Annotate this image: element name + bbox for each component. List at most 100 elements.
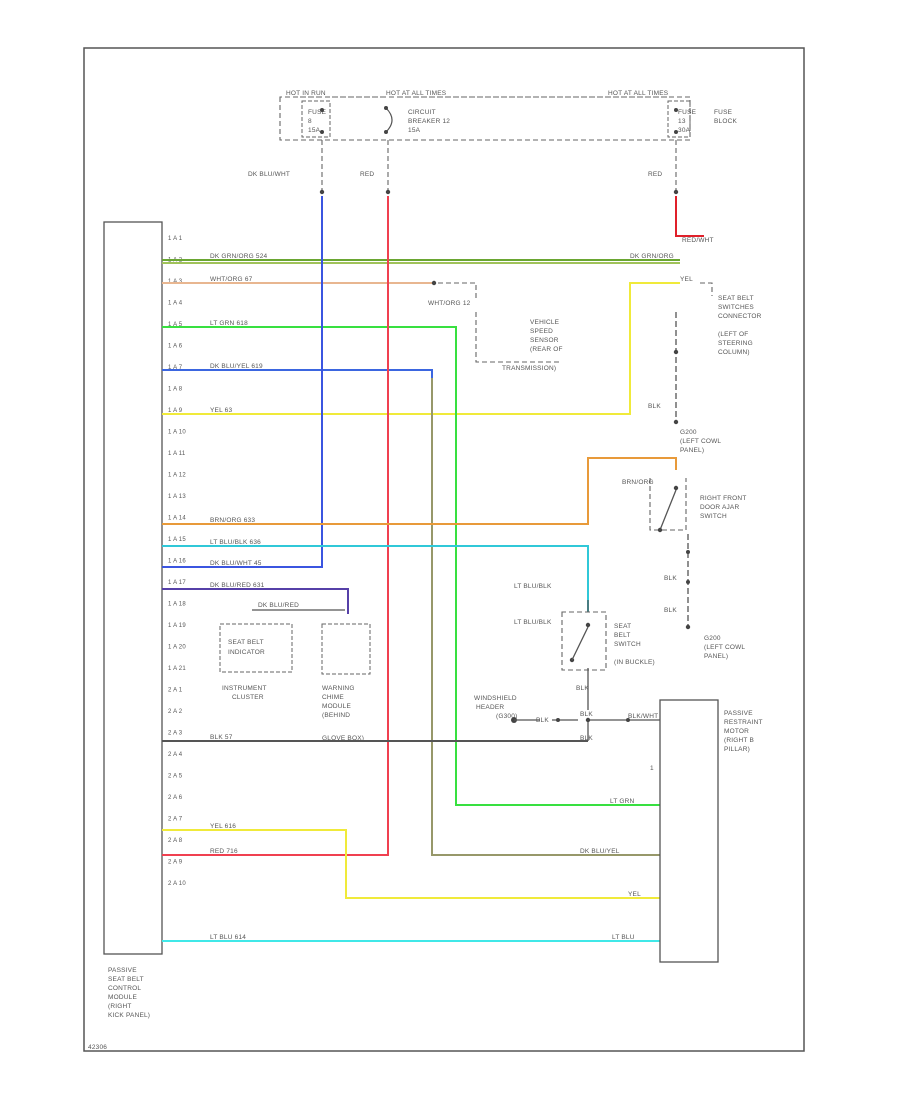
- breaker-rating: 15A: [408, 127, 421, 134]
- module-pin-label: 1 A 4: [168, 301, 183, 307]
- motor-label: PASSIVE RESTRAINT MOTOR (RIGHT B PILLAR): [724, 710, 763, 753]
- svg-text:LT BLU/BLK: LT BLU/BLK: [514, 619, 552, 626]
- svg-text:MODULE: MODULE: [322, 703, 351, 710]
- module-pin-label: 1 A 15: [168, 537, 186, 543]
- wire-label-a2-right: DK GRN/ORG: [630, 253, 674, 260]
- svg-text:PILLAR): PILLAR): [724, 746, 750, 753]
- vss-wire-label: WHT/ORG 12: [428, 300, 471, 307]
- svg-text:KICK PANEL): KICK PANEL): [108, 1012, 150, 1019]
- motor-pin-marker: 1: [650, 765, 654, 772]
- module-pin-label: 1 A 11: [168, 451, 186, 457]
- svg-text:CONNECTOR: CONNECTOR: [718, 313, 762, 320]
- module-pin-label: 1 A 13: [168, 494, 186, 500]
- svg-text:RIGHT FRONT: RIGHT FRONT: [700, 495, 747, 502]
- ground1-wire: BLK: [648, 403, 661, 410]
- svg-text:BLK: BLK: [536, 717, 549, 724]
- wire-label-lt-blu-r: LT BLU: [612, 934, 635, 941]
- svg-text:(LEFT COWL: (LEFT COWL: [680, 438, 721, 445]
- wire-label-b1: BLK 57: [210, 734, 233, 741]
- fuse-block: HOT IN RUN HOT AT ALL TIMES HOT AT ALL T…: [279, 90, 738, 141]
- wire-label-a15: LT BLU/BLK 636: [210, 539, 261, 546]
- svg-text:HEADER: HEADER: [476, 704, 504, 711]
- svg-text:GLOVE BOX): GLOVE BOX): [322, 735, 364, 742]
- wire-dk-blu-wht: [162, 196, 323, 568]
- module-pin-label: 1 A 19: [168, 623, 186, 629]
- passive-seat-belt-module: [103, 221, 163, 955]
- wire-yel-616: [162, 829, 660, 899]
- svg-text:MOTOR: MOTOR: [724, 728, 749, 735]
- svg-text:CHIME: CHIME: [322, 694, 344, 701]
- fuse-block-label-1: FUSE: [714, 109, 733, 116]
- svg-text:BLK: BLK: [576, 685, 589, 692]
- svg-text:(G300): (G300): [496, 713, 517, 720]
- wire-label-a14: BRN/ORG 633: [210, 517, 255, 524]
- svg-text:(RIGHT B: (RIGHT B: [724, 737, 754, 744]
- svg-text:LT BLU/BLK: LT BLU/BLK: [514, 583, 552, 590]
- module-pin-labels: 1 A 11 A 21 A 31 A 41 A 51 A 61 A 71 A 8…: [168, 236, 186, 887]
- svg-text:MODULE: MODULE: [108, 994, 137, 1001]
- top-label-dk-blu-wht: DK BLU/WHT: [248, 171, 290, 178]
- module-pin-label: 2 A 9: [168, 860, 183, 866]
- wire-label-b6: RED 716: [210, 848, 238, 855]
- svg-text:PANEL): PANEL): [680, 447, 704, 454]
- svg-text:G200: G200: [680, 429, 697, 436]
- module-pin-label: 2 A 2: [168, 709, 183, 715]
- fuse-block-label-2: BLOCK: [714, 118, 738, 125]
- svg-text:BRN/ORG: BRN/ORG: [622, 479, 654, 486]
- svg-text:SEAT: SEAT: [614, 623, 631, 630]
- module-pin-label: 1 A 8: [168, 387, 183, 393]
- ground2-wire1: BLK: [664, 575, 677, 582]
- wire-label-a2: DK GRN/ORG 524: [210, 253, 268, 260]
- module-pin-label: 1 A 6: [168, 344, 183, 350]
- wire-label-b10: LT BLU 614: [210, 934, 246, 941]
- hot-label-3: HOT AT ALL TIMES: [608, 90, 669, 97]
- svg-text:(LEFT OF: (LEFT OF: [718, 331, 748, 338]
- module-pin-label: 2 A 10: [168, 881, 186, 887]
- wire-label-b5: YEL 616: [210, 823, 236, 830]
- module-pin-label: 1 A 17: [168, 580, 186, 586]
- svg-text:STEERING: STEERING: [718, 340, 753, 347]
- svg-text:RESTRAINT: RESTRAINT: [724, 719, 763, 726]
- svg-text:SEAT BELT: SEAT BELT: [108, 976, 144, 983]
- svg-text:SWITCH: SWITCH: [614, 641, 641, 648]
- wire-red-716: [162, 196, 389, 856]
- svg-text:CLUSTER: CLUSTER: [232, 694, 264, 701]
- breaker-name: CIRCUIT: [408, 109, 436, 116]
- svg-text:INDICATOR: INDICATOR: [228, 649, 265, 656]
- label-red-wht: RED/WHT: [682, 237, 714, 244]
- svg-text:(RIGHT: (RIGHT: [108, 1003, 132, 1010]
- wire-dk-blu-yel: [162, 369, 433, 378]
- wire-label-a7: DK BLU/YEL 619: [210, 363, 263, 370]
- module-pin-label: 1 A 14: [168, 516, 186, 522]
- svg-text:(IN BUCKLE): (IN BUCKLE): [614, 659, 655, 666]
- wire-label-a9-right: YEL: [680, 276, 693, 283]
- svg-text:(REAR OF: (REAR OF: [530, 346, 563, 353]
- hot-label-2: HOT AT ALL TIMES: [386, 90, 447, 97]
- module-pin-label: 1 A 16: [168, 559, 186, 565]
- fuse-13-rating: 30A: [678, 127, 691, 134]
- wire-label-dk-blu-yel-r: DK BLU/YEL: [580, 848, 620, 855]
- module-pin-label: 1 A 5: [168, 322, 183, 328]
- wire-label-a3: WHT/ORG 67: [210, 276, 253, 283]
- ground-g200-upper: G200 (LEFT COWL PANEL): [680, 429, 721, 454]
- figure-id: 42306: [88, 1044, 107, 1051]
- breaker-number: BREAKER 12: [408, 118, 450, 125]
- svg-text:(LEFT COWL: (LEFT COWL: [704, 644, 745, 651]
- module-pin-label: 1 A 18: [168, 602, 186, 608]
- door-ajar-switch: BRN/ORG RIGHT FRONT DOOR AJAR SWITCH: [622, 478, 747, 533]
- wire-brn-org: [162, 457, 677, 525]
- passive-restraint-motor: [659, 699, 719, 963]
- module-pin-label: 1 A 9: [168, 408, 183, 414]
- module-pin-label: 1 A 10: [168, 430, 186, 436]
- svg-text:SWITCHES: SWITCHES: [718, 304, 754, 311]
- module-pin-label: 2 A 8: [168, 838, 183, 844]
- hot-label-1: HOT IN RUN: [286, 90, 326, 97]
- svg-text:PASSIVE: PASSIVE: [108, 967, 137, 974]
- ground-g200-lower: G200 (LEFT COWL PANEL): [704, 635, 745, 660]
- wire-label-a17: DK BLU/RED 631: [210, 582, 265, 589]
- svg-text:SEAT BELT: SEAT BELT: [228, 639, 264, 646]
- svg-text:(BEHIND: (BEHIND: [322, 712, 350, 719]
- module-pin-label: 2 A 5: [168, 774, 183, 780]
- svg-text:PASSIVE: PASSIVE: [724, 710, 753, 717]
